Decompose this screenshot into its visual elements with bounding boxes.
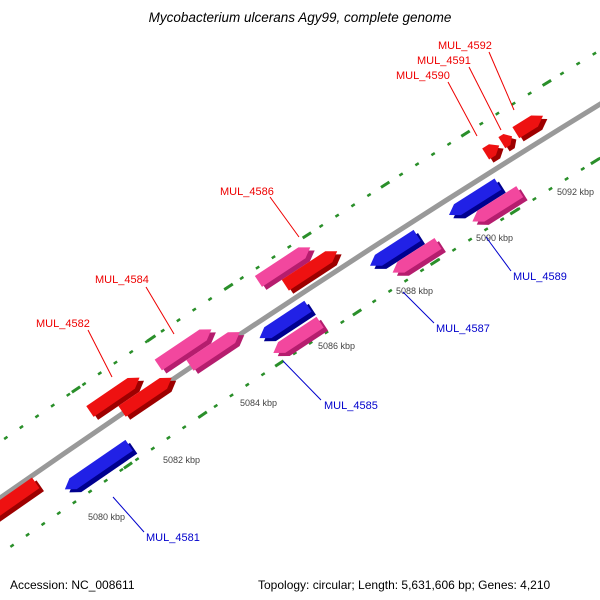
gene-label-MUL_4584[interactable]: MUL_4584 — [95, 274, 149, 286]
gene-arrow-face — [0, 477, 40, 527]
gene-arrow-face — [86, 377, 140, 417]
gene-arrow-face — [498, 133, 513, 149]
ruler-major-tick — [71, 385, 81, 394]
ruler-major-tick — [146, 334, 157, 343]
gene-MUL_4591[interactable] — [498, 130, 519, 153]
gene-leader-line — [269, 196, 300, 238]
gene-label-MUL_4586[interactable]: MUL_4586 — [220, 186, 274, 198]
gene-leader-line — [447, 81, 478, 137]
ruler-track-upper — [0, 48, 600, 444]
gene-arrow[interactable] — [469, 185, 528, 231]
ruler-tick-label: 5090 kbp — [476, 233, 513, 243]
gene-arrow-face — [448, 178, 502, 216]
gene-leader-line — [145, 286, 175, 335]
gene-leader-line — [485, 236, 512, 272]
gene-arrow-face — [186, 332, 240, 371]
ruler-major-tick — [123, 461, 133, 470]
ruler-major-tick — [590, 157, 600, 166]
gene-arrow[interactable] — [186, 326, 248, 375]
ruler-major-tick — [380, 180, 391, 189]
gene-arrow[interactable] — [0, 476, 44, 535]
gene-arrow-face — [512, 115, 544, 139]
gene-label-MUL_4591[interactable]: MUL_4591 — [417, 55, 471, 67]
ruler-major-tick — [197, 410, 208, 419]
gene-leader-line — [468, 66, 502, 131]
gene-arrow-face — [64, 439, 133, 490]
gene-label-MUL_4585[interactable]: MUL_4585 — [324, 400, 378, 412]
ruler-major-tick — [223, 282, 234, 291]
ruler-tick-label: 5092 kbp — [557, 187, 594, 197]
gene-arrow[interactable] — [281, 245, 345, 295]
gene-leader-line — [282, 360, 322, 401]
accession-text: Accession: NC_008611 — [10, 578, 135, 592]
gene-MUL_4584[interactable] — [154, 323, 220, 375]
gene-arrow[interactable] — [389, 237, 446, 282]
status-bar: Accession: NC_008611 Topology: circular;… — [0, 576, 600, 592]
gene-leader-line — [488, 51, 515, 111]
gene-arrow-face — [472, 186, 524, 222]
genome-backbone — [0, 101, 600, 502]
ruler-major-tick — [429, 258, 440, 267]
page-title: Mycobacterium ulcerans Agy99, complete g… — [148, 10, 452, 25]
gene-arrow-face — [482, 144, 500, 160]
gene-MUL_4590[interactable] — [482, 139, 507, 164]
ruler-major-tick — [460, 129, 471, 138]
gene-leader-line — [87, 329, 113, 378]
gene-arrow-face — [254, 247, 311, 287]
gene-label-MUL_4587[interactable]: MUL_4587 — [436, 323, 490, 335]
ruler-major-tick — [509, 207, 520, 216]
gene-MUL_4592[interactable] — [512, 109, 550, 142]
gene-arrow-face — [154, 329, 212, 371]
gene-arrow-face — [370, 229, 421, 266]
ruler-tick-label: 5084 kbp — [240, 398, 277, 408]
gene-arrow[interactable] — [270, 316, 329, 363]
gene-MUL_4589[interactable] — [446, 177, 506, 224]
gene-arrow-face — [118, 377, 172, 417]
gene-arrow[interactable] — [118, 371, 179, 421]
gene-label-MUL_4581[interactable]: MUL_4581 — [146, 532, 200, 544]
ruler-track-lower — [0, 156, 600, 556]
gene-MUL_4587[interactable] — [367, 229, 426, 276]
gene-label-MUL_4590[interactable]: MUL_4590 — [396, 70, 450, 82]
gene-MUL_4582[interactable] — [86, 371, 147, 421]
gene-arrow-face — [273, 316, 324, 353]
gene-MUL_4586[interactable] — [254, 241, 318, 291]
gene-arrow-face — [281, 251, 338, 291]
gene-leader-line — [402, 291, 435, 324]
topology-text: Topology: circular; Length: 5,631,606 bp… — [258, 578, 551, 592]
ruler-tick-label: 5088 kbp — [396, 286, 433, 296]
gene-label-MUL_4582[interactable]: MUL_4582 — [36, 318, 90, 330]
ruler-major-tick — [541, 79, 552, 87]
ruler-tick-label: 5086 kbp — [318, 341, 355, 351]
gene-MUL_4581[interactable] — [61, 439, 138, 499]
ruler-major-tick — [274, 359, 285, 368]
gene-MUL_4585[interactable] — [256, 300, 316, 348]
gene-label-MUL_4589[interactable]: MUL_4589 — [513, 271, 567, 283]
gene-label-MUL_4592[interactable]: MUL_4592 — [438, 40, 492, 52]
gene-arrow-face — [392, 237, 442, 273]
ruler-tick-label: 5082 kbp — [163, 455, 200, 465]
gene-leader-line — [112, 496, 145, 533]
ruler-major-tick — [301, 231, 312, 240]
ruler-major-tick — [352, 308, 363, 317]
gene-arrow-face — [259, 300, 312, 339]
ruler-tick-label: 5080 kbp — [88, 512, 125, 522]
